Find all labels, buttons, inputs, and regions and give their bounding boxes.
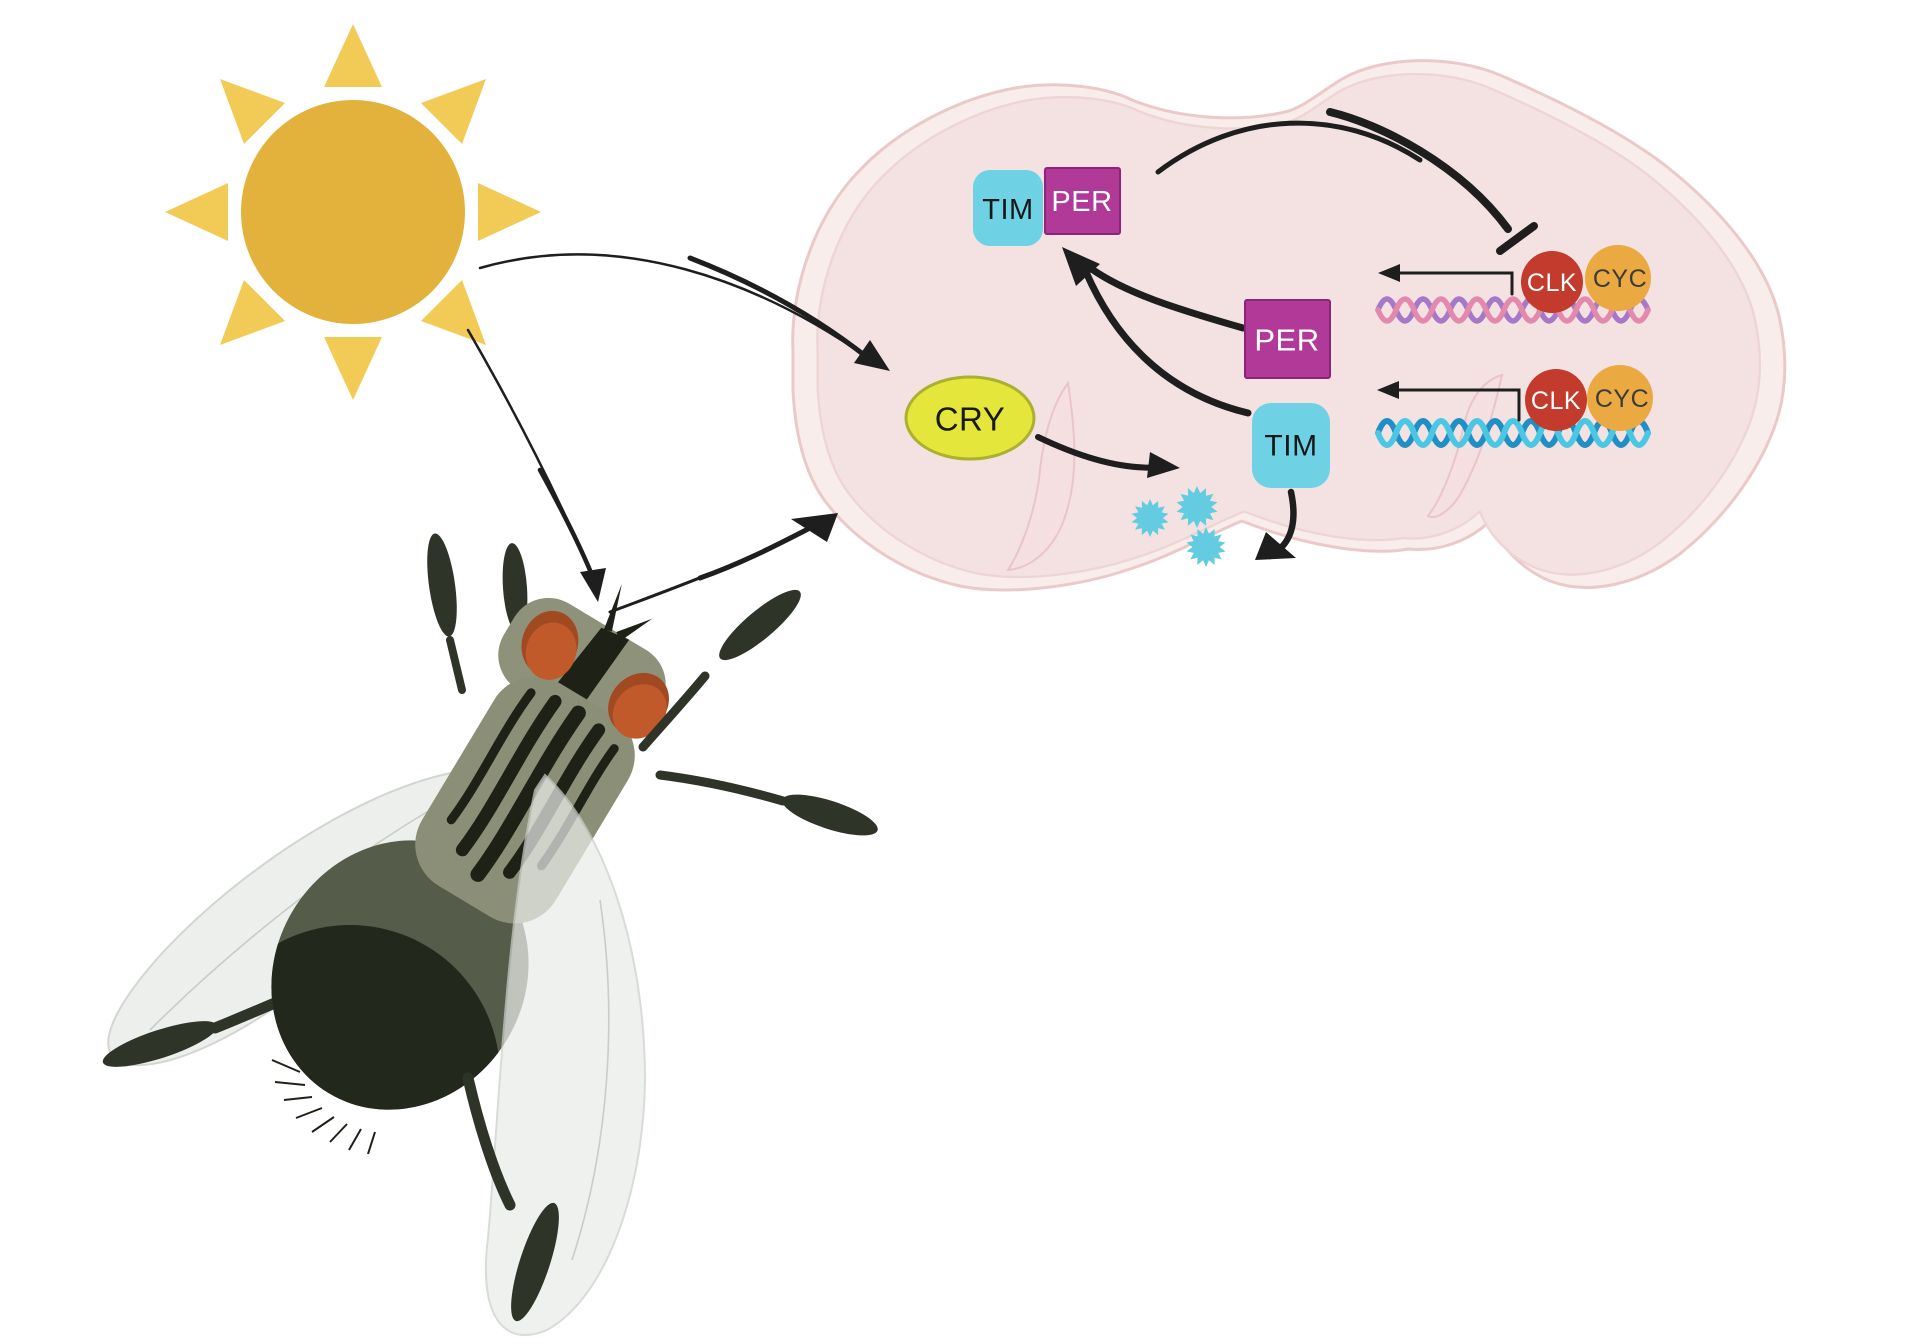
tim-label: TIM bbox=[1264, 430, 1317, 463]
fly-leg bbox=[511, 1202, 559, 1322]
cyc-circle bbox=[1585, 245, 1651, 311]
tim-box bbox=[1252, 403, 1330, 488]
inhibition-arc-end bbox=[1326, 108, 1512, 233]
sun-ray bbox=[220, 79, 285, 144]
fly-thorax-stripe bbox=[470, 705, 586, 882]
clk-label: CLK bbox=[1527, 269, 1577, 297]
cyc-label: CYC bbox=[1593, 265, 1647, 293]
tim-transcription-arrowhead-icon bbox=[1377, 381, 1399, 399]
fly-leg bbox=[719, 589, 801, 661]
complex-per-box bbox=[1044, 167, 1121, 235]
sun-ray bbox=[220, 280, 285, 345]
fly-leg bbox=[446, 636, 466, 694]
fly-wing-vein bbox=[149, 809, 431, 1031]
sun-ray bbox=[165, 183, 228, 241]
fly-antenna-icon bbox=[616, 618, 653, 642]
fly-to-brain-arrow bbox=[608, 513, 838, 614]
fly-eye-icon bbox=[612, 684, 667, 739]
clk-label: CLK bbox=[1531, 387, 1581, 415]
sun-ray bbox=[478, 183, 541, 241]
fly-leg bbox=[655, 770, 788, 806]
complex-per-label: PER bbox=[1051, 186, 1112, 218]
cry-protein-node: CRY bbox=[904, 375, 1036, 461]
sun-ray bbox=[421, 280, 486, 345]
clk-cyc-tim-gene: CLK CYC bbox=[1525, 365, 1653, 431]
fly-to-brain-arrowhead-icon bbox=[791, 513, 838, 542]
sun-ray bbox=[324, 337, 382, 400]
fly-leg bbox=[462, 1072, 516, 1211]
sun-core bbox=[241, 100, 465, 324]
fly-thorax-stripe bbox=[446, 688, 536, 825]
cry-to-tim-arrow bbox=[1035, 434, 1180, 478]
inhibition-arc-start bbox=[1155, 120, 1423, 175]
sun-to-fly-curve-thick bbox=[537, 467, 597, 583]
degraded-tim-particle-icon bbox=[1131, 499, 1169, 537]
fly-leg bbox=[102, 1021, 218, 1067]
complex-tim-box bbox=[973, 170, 1043, 246]
clk-circle bbox=[1525, 369, 1587, 431]
degradation-arrowhead-icon bbox=[1255, 532, 1296, 560]
complex-arrowhead-icon bbox=[1062, 247, 1100, 286]
tim-per-complex: TIM PER bbox=[973, 167, 1121, 246]
fly-leg bbox=[638, 671, 710, 752]
per-transcription-arrow bbox=[1378, 264, 1514, 296]
sun-to-brain-arrow bbox=[478, 253, 890, 371]
inhibition-arrow bbox=[1155, 108, 1538, 255]
sun-to-fly-arrow bbox=[466, 328, 606, 602]
per-to-complex-arrow bbox=[1081, 260, 1247, 332]
fly-eyes bbox=[521, 610, 669, 739]
per-label: PER bbox=[1254, 323, 1319, 358]
tim-gene-strand bbox=[1375, 418, 1651, 448]
degraded-tim-particles bbox=[1131, 486, 1226, 567]
fly-thorax-stripe bbox=[455, 694, 562, 857]
cyc-circle bbox=[1587, 365, 1653, 431]
fly-abdomen-bristles bbox=[271, 1059, 376, 1155]
brain-fold-right bbox=[1426, 373, 1504, 518]
complex-tim-label: TIM bbox=[982, 194, 1033, 226]
sun-ray bbox=[324, 24, 382, 87]
sun-to-brain-curve-thick bbox=[687, 255, 871, 361]
fly-leg bbox=[782, 794, 878, 836]
tim-transcription-arrow bbox=[1377, 381, 1521, 422]
fly-antenna-icon bbox=[603, 583, 622, 632]
sun-icon bbox=[165, 24, 541, 400]
brain-fold-left bbox=[1006, 380, 1076, 572]
fly-right-wing bbox=[484, 773, 647, 1336]
fly-to-brain-curve-thick bbox=[697, 525, 813, 581]
cyc-label: CYC bbox=[1595, 385, 1649, 413]
per-transcription-line bbox=[1390, 271, 1514, 296]
per-protein-node: PER bbox=[1244, 299, 1331, 379]
tim-to-complex-curve bbox=[1082, 268, 1252, 417]
per-gene-strand bbox=[1375, 296, 1651, 324]
fly-illustration bbox=[102, 533, 878, 1336]
sun-to-brain-curve bbox=[478, 253, 870, 360]
fly-wing-vein bbox=[571, 899, 610, 1261]
per-transcription-arrowhead-icon bbox=[1378, 264, 1400, 282]
fly-leg bbox=[427, 533, 457, 637]
per-to-complex-curve bbox=[1081, 260, 1247, 332]
tim-to-complex-arrow bbox=[1062, 247, 1252, 417]
clk-circle bbox=[1521, 251, 1583, 313]
tim-protein-node: TIM bbox=[1252, 403, 1330, 488]
inhibition-tbar-icon bbox=[1496, 222, 1538, 255]
fly-eye-icon bbox=[525, 622, 577, 680]
cry-arrowhead-icon bbox=[1147, 452, 1180, 478]
degraded-tim-particle-icon bbox=[1186, 527, 1226, 567]
tim-transcription-line bbox=[1389, 388, 1521, 422]
cry-ellipse bbox=[904, 375, 1036, 461]
tim-degradation-arrow bbox=[1255, 488, 1297, 560]
per-box bbox=[1244, 299, 1331, 379]
sun-to-brain-arrowhead-icon bbox=[854, 340, 890, 371]
sun-ray bbox=[421, 79, 486, 144]
sun-to-fly-arrowhead-icon bbox=[580, 568, 606, 602]
cry-label: CRY bbox=[935, 401, 1006, 438]
clk-cyc-per-gene: CLK CYC bbox=[1521, 245, 1651, 313]
degraded-tim-particle-icon bbox=[1176, 486, 1218, 528]
